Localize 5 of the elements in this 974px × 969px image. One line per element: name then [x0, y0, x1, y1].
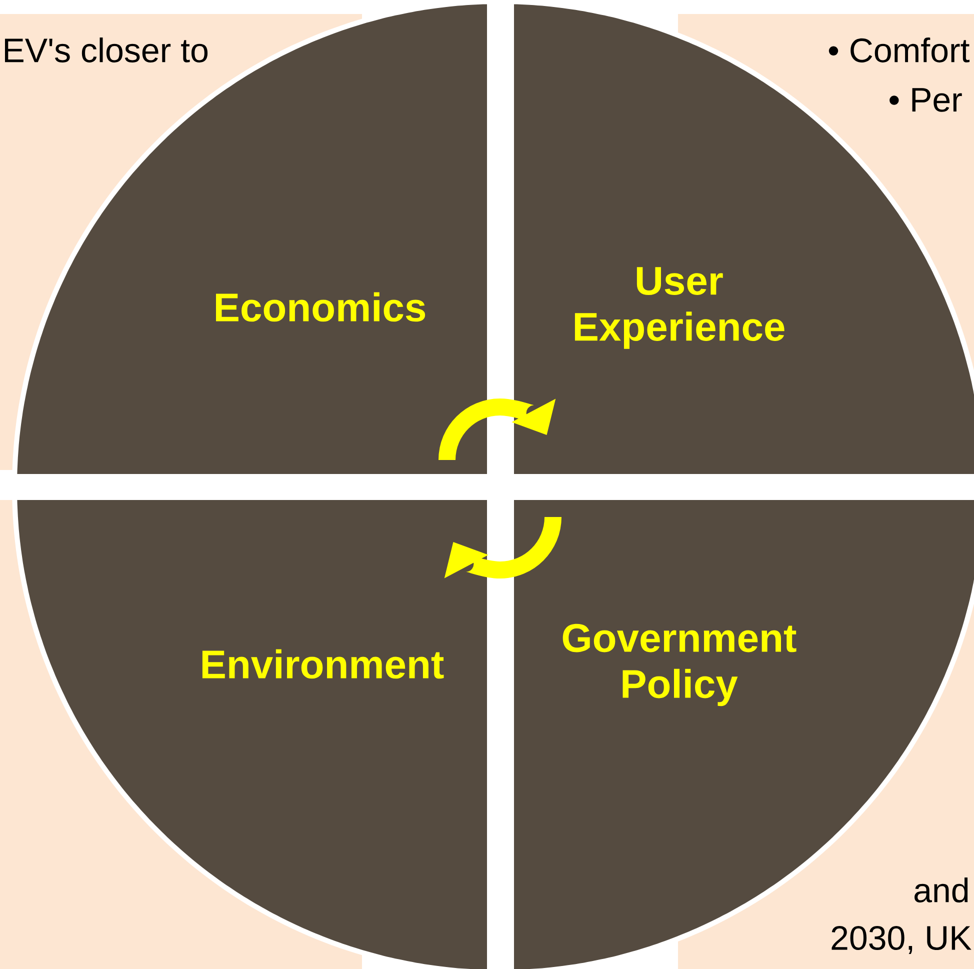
panel-text: • Comfort [828, 38, 970, 62]
panel-text: 2030, UK [832, 926, 972, 954]
panel-text: and [914, 878, 968, 902]
panel-text: • Per [890, 88, 962, 112]
quadrant: Environment [17, 500, 487, 969]
